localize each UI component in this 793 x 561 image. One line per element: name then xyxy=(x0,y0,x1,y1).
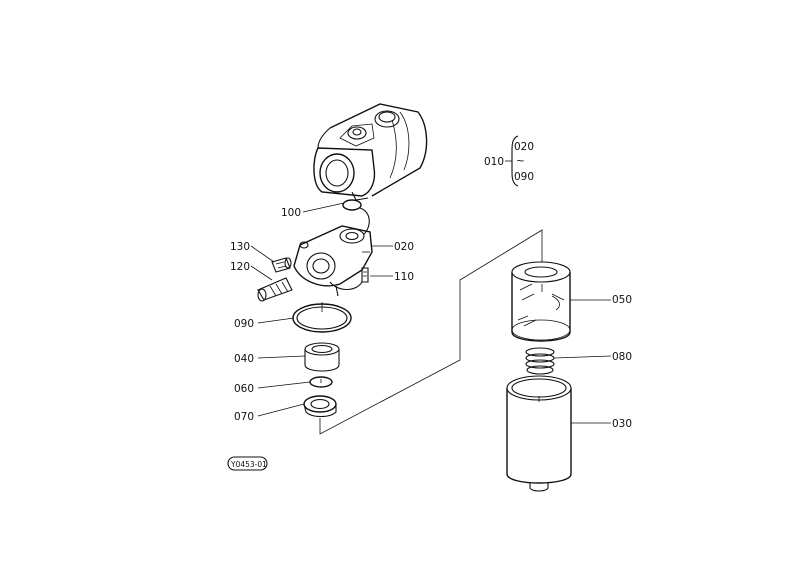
collar-040 xyxy=(304,342,340,372)
label-070: 070 xyxy=(234,411,254,423)
washer-060 xyxy=(309,376,333,388)
filter-head xyxy=(293,225,373,297)
bolt-110 xyxy=(361,267,369,283)
filter-case-030 xyxy=(506,375,572,492)
spring-080 xyxy=(525,347,555,375)
assembly-range-separator: ~ xyxy=(516,155,525,167)
label-040: 040 xyxy=(234,353,254,365)
label-020: 020 xyxy=(394,241,414,253)
label-060: 060 xyxy=(234,383,254,395)
drawing-code: Y0453-01 xyxy=(230,460,267,469)
label-030: 030 xyxy=(612,418,632,430)
filter-element-050 xyxy=(511,261,571,342)
assembly-range-end: 090 xyxy=(514,171,534,183)
fitting-130 xyxy=(271,257,292,273)
assembly-bracket xyxy=(505,135,519,187)
leader-lines xyxy=(250,202,612,424)
label-110: 110 xyxy=(394,271,414,283)
drawing-code-badge xyxy=(227,456,268,471)
pump-body xyxy=(313,103,428,201)
o-ring-100 xyxy=(342,199,370,237)
seal-070 xyxy=(303,395,337,418)
label-120: 120 xyxy=(230,261,250,273)
label-090: 090 xyxy=(234,318,254,330)
label-100: 100 xyxy=(281,207,301,219)
assembly-range-start: 020 xyxy=(514,141,534,153)
o-ring-090 xyxy=(292,302,352,333)
label-130: 130 xyxy=(230,241,250,253)
fitting-120 xyxy=(257,277,293,302)
assembly-lines xyxy=(319,229,543,435)
label-080: 080 xyxy=(612,351,632,363)
label-050: 050 xyxy=(612,294,632,306)
assembly-number: 010 xyxy=(484,156,504,168)
